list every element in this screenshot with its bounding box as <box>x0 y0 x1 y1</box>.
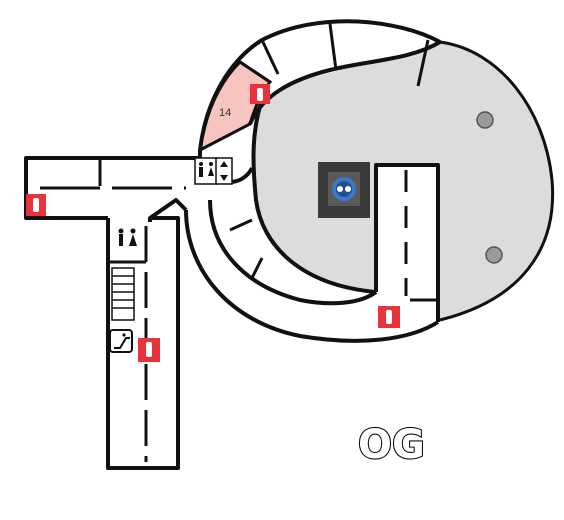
fire-extinguisher-icon-2 <box>26 194 46 216</box>
elevator-icon[interactable] <box>318 162 370 218</box>
room-14-label: 14 <box>219 107 231 119</box>
west-corridor <box>24 150 202 220</box>
south-ring-outer <box>184 209 440 343</box>
inner-curve-wall <box>251 99 377 294</box>
stairs-icon <box>111 267 135 321</box>
right-corridor <box>374 163 440 322</box>
fire-extinguisher-icon <box>250 84 270 104</box>
restroom-icon-2 <box>118 228 137 246</box>
column-icon <box>476 111 494 129</box>
column-icon-2 <box>485 246 503 264</box>
south-corridor <box>106 216 180 470</box>
floor-label: OG <box>358 422 425 468</box>
south-ring-inner <box>208 199 378 306</box>
fire-extinguisher-icon-4 <box>378 306 400 328</box>
outer-ring-wall <box>198 19 441 151</box>
restroom-icon <box>194 157 218 185</box>
fire-extinguisher-icon-3 <box>138 338 160 362</box>
elevator-arrows-icon <box>215 157 233 185</box>
escalator-icon <box>109 329 133 353</box>
atrium-area <box>252 42 553 320</box>
